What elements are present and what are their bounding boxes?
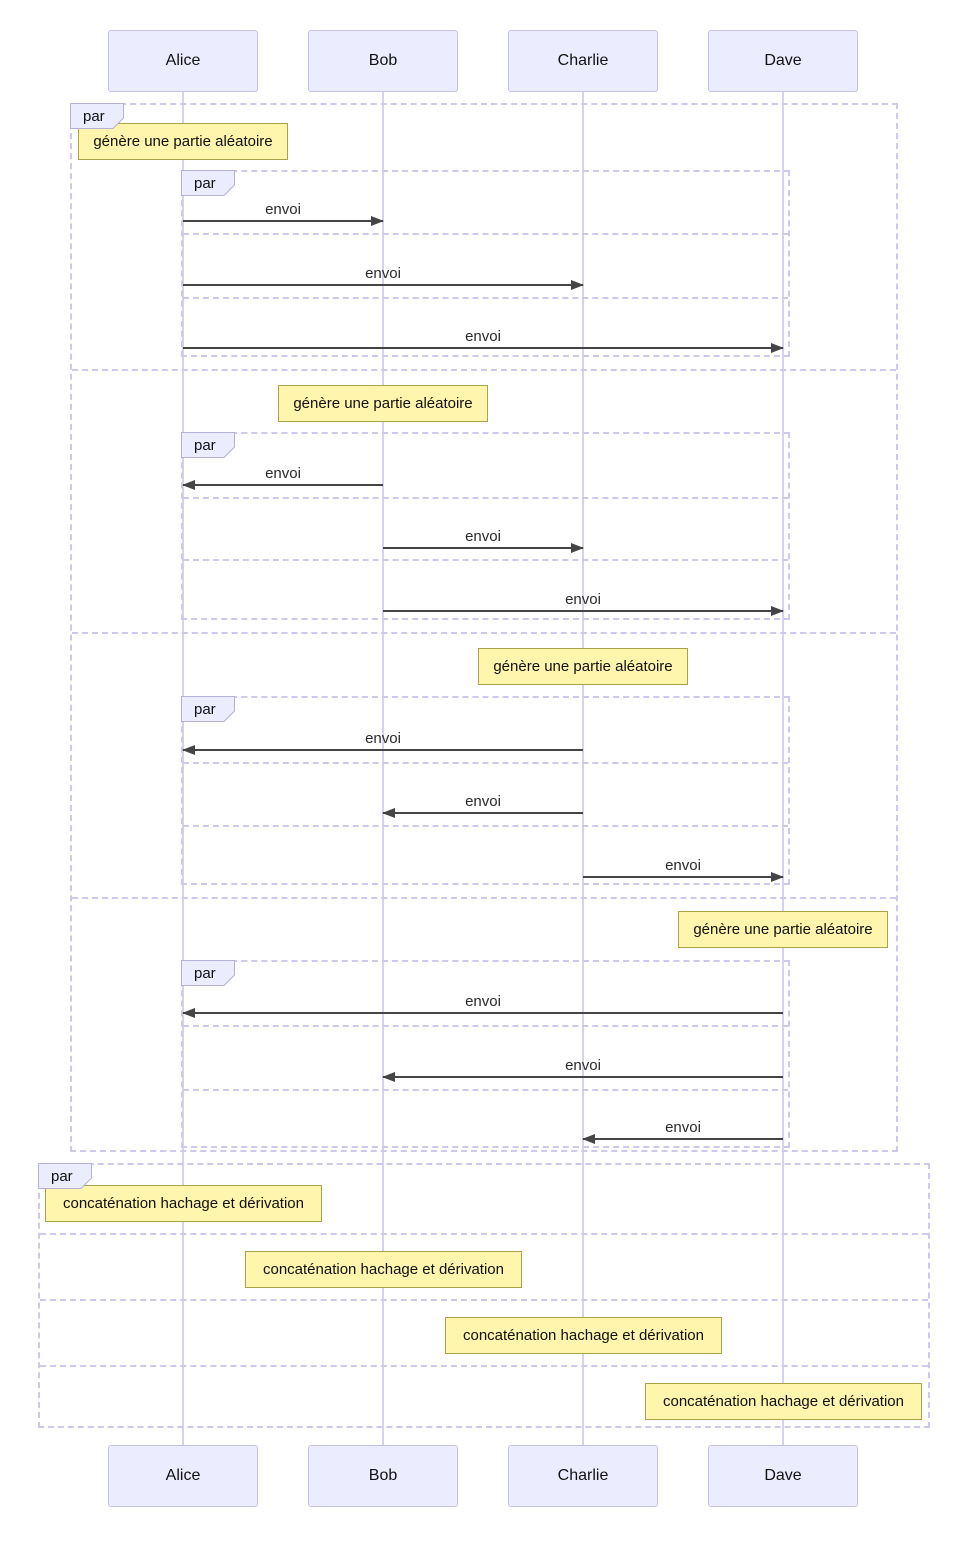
par-section-divider <box>183 497 788 499</box>
note-text: génère une partie aléatoire <box>493 658 673 675</box>
message-label-dave-to-alice: envoi <box>465 993 501 1010</box>
note-generate-dave: génère une partie aléatoire <box>678 911 888 948</box>
message-label-alice-to-bob: envoi <box>265 201 301 218</box>
note-concat-bob: concaténation hachage et dérivation <box>245 1251 522 1288</box>
note-text: concaténation hachage et dérivation <box>662 1393 904 1410</box>
par-section-divider <box>40 1299 928 1301</box>
message-arrow-charlie-to-alice <box>182 745 583 755</box>
message-arrow-dave-to-bob <box>382 1072 783 1082</box>
message-arrow-alice-to-dave <box>183 343 784 353</box>
par-tab: par <box>181 170 235 196</box>
message-label-dave-to-charlie: envoi <box>665 1119 701 1136</box>
lifeline-alice <box>182 92 184 1445</box>
par-tab: par <box>181 960 235 986</box>
par-tab-label: par <box>51 1168 73 1185</box>
par-tab-label: par <box>194 437 216 454</box>
par-block-derivation <box>38 1163 930 1428</box>
par-section-divider <box>72 632 896 634</box>
participant-label: Alice <box>165 1467 201 1484</box>
message-label-alice-to-dave: envoi <box>465 328 501 345</box>
message-label-bob-to-charlie: envoi <box>465 528 501 545</box>
lifeline-bob <box>382 92 384 1445</box>
participant-box-charlie-bottom: Charlie <box>508 1445 658 1507</box>
message-arrow-charlie-to-dave <box>583 872 784 882</box>
participant-label: Bob <box>368 52 398 69</box>
participant-label: Alice <box>165 52 201 69</box>
par-tab: par <box>181 696 235 722</box>
note-concat-dave: concaténation hachage et dérivation <box>645 1383 922 1420</box>
message-label-charlie-to-dave: envoi <box>665 857 701 874</box>
participant-label: Charlie <box>557 52 609 69</box>
par-section-divider <box>183 1089 788 1091</box>
message-arrow-dave-to-charlie <box>582 1134 783 1144</box>
message-label-dave-to-bob: envoi <box>565 1057 601 1074</box>
lifeline-dave <box>782 92 784 1445</box>
message-label-bob-to-alice: envoi <box>265 465 301 482</box>
participant-box-alice-top: Alice <box>108 30 258 92</box>
par-section-divider <box>183 825 788 827</box>
par-tab-label: par <box>194 175 216 192</box>
participant-box-dave-top: Dave <box>708 30 858 92</box>
note-generate-alice: génère une partie aléatoire <box>78 123 288 160</box>
message-label-bob-to-dave: envoi <box>565 591 601 608</box>
par-section-divider <box>40 1233 928 1235</box>
par-section-divider <box>183 762 788 764</box>
par-tab: par <box>38 1163 92 1189</box>
message-arrow-bob-to-charlie <box>383 543 584 553</box>
par-tab-label: par <box>194 965 216 982</box>
participant-box-alice-bottom: Alice <box>108 1445 258 1507</box>
par-section-divider <box>40 1365 928 1367</box>
par-tab-label: par <box>83 108 105 125</box>
participant-box-bob-top: Bob <box>308 30 458 92</box>
par-section-divider <box>183 559 788 561</box>
note-text: concaténation hachage et dérivation <box>62 1195 304 1212</box>
par-section-divider <box>72 897 896 899</box>
note-text: concaténation hachage et dérivation <box>262 1261 504 1278</box>
message-arrow-charlie-to-bob <box>382 808 583 818</box>
inner-par-block-bob <box>181 432 790 620</box>
par-block-generation <box>70 103 898 1152</box>
message-arrow-bob-to-alice <box>182 480 383 490</box>
participant-label: Bob <box>368 1467 398 1484</box>
participant-box-charlie-top: Charlie <box>508 30 658 92</box>
par-section-divider <box>72 369 896 371</box>
message-arrow-alice-to-bob <box>183 216 384 226</box>
message-arrow-dave-to-alice <box>182 1008 783 1018</box>
participant-box-dave-bottom: Dave <box>708 1445 858 1507</box>
lifeline-charlie <box>582 92 584 1445</box>
inner-par-block-dave <box>181 960 790 1148</box>
par-tab-label: par <box>194 701 216 718</box>
message-arrow-alice-to-charlie <box>183 280 584 290</box>
par-section-divider <box>183 297 788 299</box>
participant-label: Charlie <box>557 1467 609 1484</box>
par-tab: par <box>181 432 235 458</box>
note-concat-alice: concaténation hachage et dérivation <box>45 1185 322 1222</box>
par-section-divider <box>183 1025 788 1027</box>
inner-par-block-alice <box>181 170 790 357</box>
participant-label: Dave <box>764 52 802 69</box>
message-label-alice-to-charlie: envoi <box>365 265 401 282</box>
message-label-charlie-to-bob: envoi <box>465 793 501 810</box>
note-text: génère une partie aléatoire <box>93 133 273 150</box>
participant-box-bob-bottom: Bob <box>308 1445 458 1507</box>
note-text: génère une partie aléatoire <box>693 921 873 938</box>
message-arrow-bob-to-dave <box>383 606 784 616</box>
note-concat-charlie: concaténation hachage et dérivation <box>445 1317 722 1354</box>
par-tab: par <box>70 103 124 129</box>
inner-par-block-charlie <box>181 696 790 885</box>
note-text: génère une partie aléatoire <box>293 395 473 412</box>
message-label-charlie-to-alice: envoi <box>365 730 401 747</box>
participant-label: Dave <box>764 1467 802 1484</box>
note-generate-bob: génère une partie aléatoire <box>278 385 488 422</box>
note-generate-charlie: génère une partie aléatoire <box>478 648 688 685</box>
par-section-divider <box>183 233 788 235</box>
note-text: concaténation hachage et dérivation <box>462 1327 704 1344</box>
